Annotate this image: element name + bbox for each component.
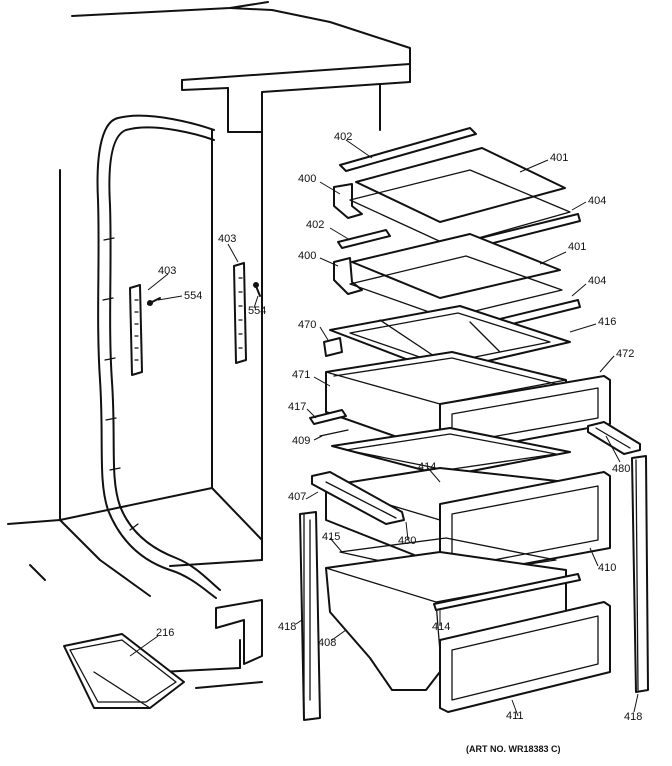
callout-554-left: 554 [184,290,202,302]
callout-470: 470 [298,319,316,331]
callout-418-right: 418 [624,711,642,723]
callout-410: 410 [598,562,616,574]
callout-401-upper: 401 [550,152,568,164]
screw-554-right [253,282,261,297]
callout-480-right: 480 [612,463,630,475]
slide-rail-480-right [587,421,641,455]
shelf-standard-left [129,284,143,376]
art-number: (ART NO. WR18383 C) [466,744,561,754]
pan-front-410 [439,471,611,579]
callout-216: 216 [156,627,174,639]
callout-404-upper: 404 [588,195,606,207]
callout-403-right: 403 [218,233,236,245]
callout-labels: 402 401 400 404 402 401 400 404 470 416 … [156,131,642,723]
callout-409: 409 [292,435,310,447]
slide-rail-407 [311,471,405,525]
callout-554-right: 554 [248,305,266,317]
slide-rail-417 [309,409,347,425]
callout-402-lower: 402 [306,219,324,231]
callout-402-upper: 402 [334,131,352,143]
callout-471: 471 [292,369,310,381]
callout-404-lower: 404 [588,275,606,287]
callout-400-lower: 400 [298,250,316,262]
callout-414-lower: 414 [432,621,450,633]
callout-416: 416 [598,316,616,328]
screw-554-left [147,297,161,306]
callout-403-left: 403 [158,265,176,277]
callout-401-lower: 401 [568,241,586,253]
leader-lines [129,139,639,717]
rail-418-right [631,455,649,693]
callout-414-upper: 414 [418,461,436,473]
callout-400-upper: 400 [298,173,316,185]
cover-409 [319,429,349,437]
callout-408: 408 [318,637,336,649]
callout-407: 407 [288,491,306,503]
callout-418-left: 418 [278,621,296,633]
shelf-standard-right [233,262,247,364]
callout-417: 417 [288,401,306,413]
rail-418-left [299,511,321,721]
callout-472: 472 [616,348,634,360]
tray-216 [63,633,185,709]
callout-480-left: 480 [398,535,416,547]
pan-front-411 [439,601,611,713]
pan-cover-416 [323,305,571,373]
pan-cover-414-lower [433,573,581,611]
callout-415: 415 [322,531,340,543]
callout-411: 411 [506,710,524,722]
pan-cover-414-upper [331,427,571,477]
cabinet-liner [7,1,411,689]
